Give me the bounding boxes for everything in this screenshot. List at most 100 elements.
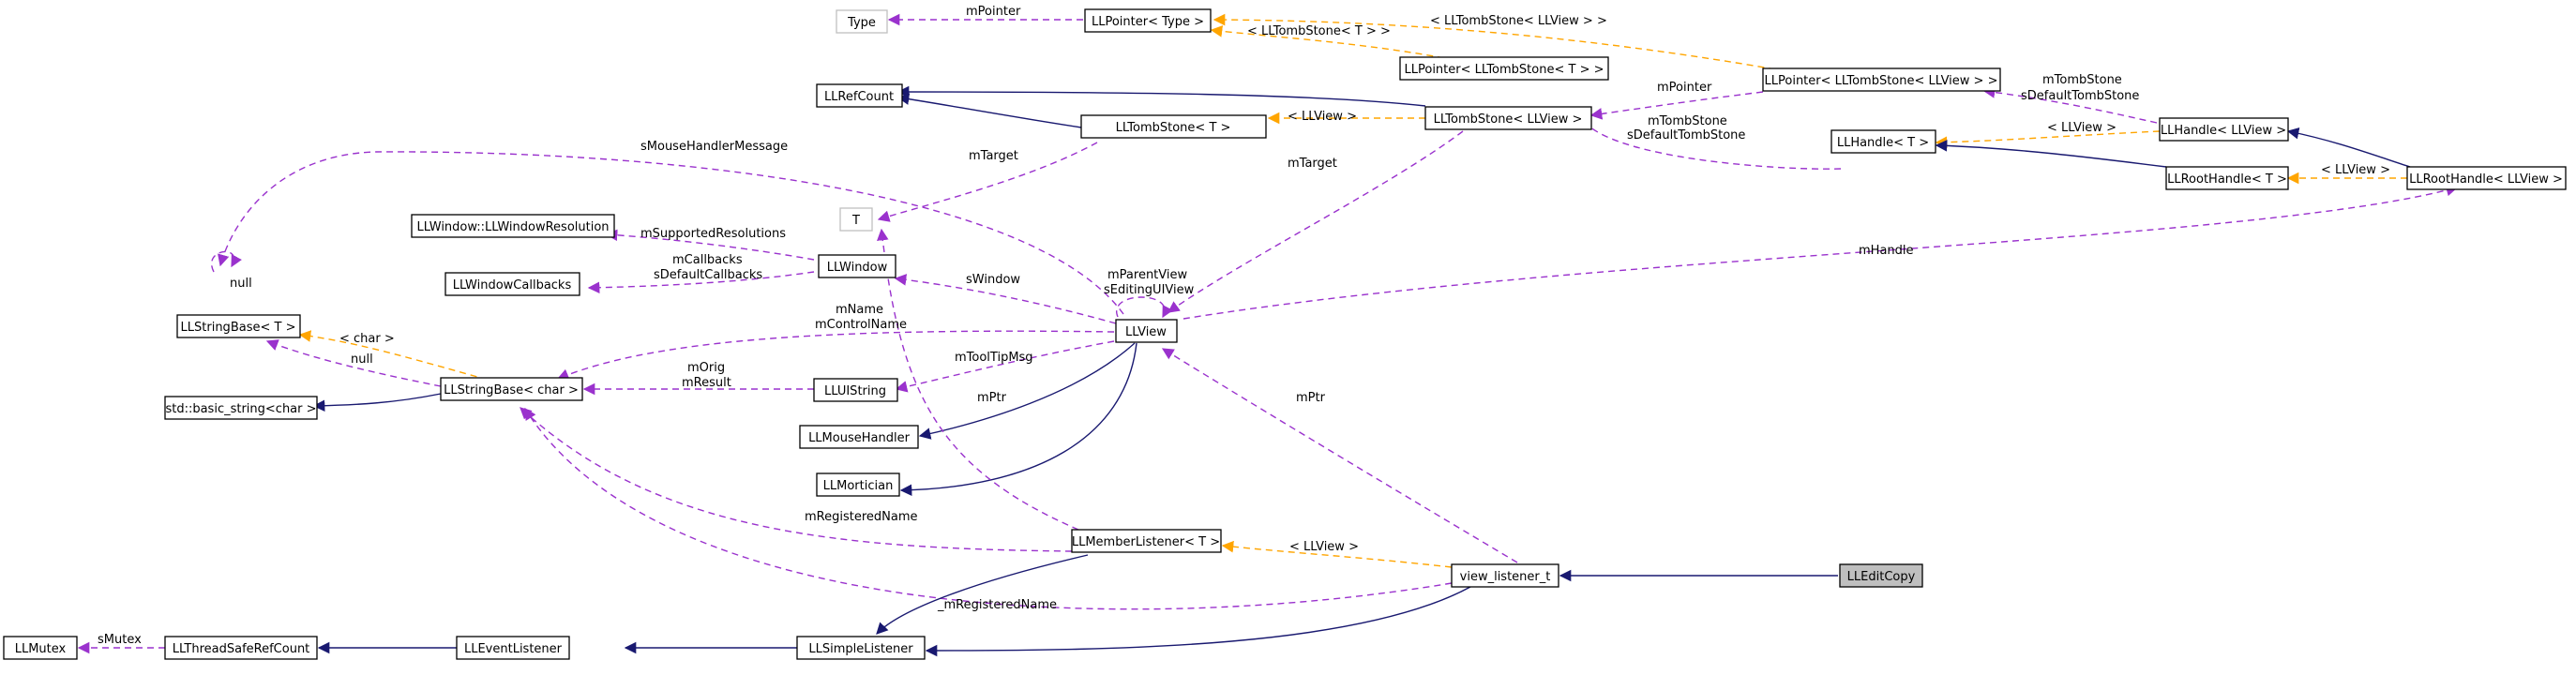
edge-label-mname: mName <box>836 303 883 317</box>
edge-label-mcontrolname: mControlName <box>815 318 907 332</box>
edge-template-ts-llview-to-pointer-type <box>1213 13 1787 72</box>
edge-label-mregisteredname-2: _mRegisteredName <box>937 598 1057 612</box>
node-llsimplelistener[interactable]: LLSimpleListener <box>796 636 926 660</box>
edge-label-mcallbacks: mCallbacks <box>672 253 743 267</box>
edge-inherit-memberlistener-simplelistener <box>876 554 1089 635</box>
node-t[interactable]: T <box>839 207 873 232</box>
node-label: LLPointer< LLTombStone< LLView > > <box>1765 74 1998 88</box>
edge-inherit-refcount-tombstone-t <box>896 93 1082 128</box>
edge-label-swindow: sWindow <box>966 273 1020 287</box>
node-llthreadsaferefcount[interactable]: LLThreadSafeRefCount <box>164 636 318 660</box>
node-llroothandle-llview[interactable]: LLRootHandle< LLView > <box>2406 166 2567 190</box>
edge-label-mptr-1: mPtr <box>977 391 1007 405</box>
edge-label-llview-tpl-3: < LLView > <box>2321 163 2390 177</box>
edge-label-mhandle: mHandle <box>1859 244 1914 258</box>
node-label: LLMutex <box>15 642 67 656</box>
edge-label-morig: mOrig <box>687 361 725 375</box>
edge-usage-mhandle <box>1183 184 2459 320</box>
node-label: LLMortician <box>823 479 894 493</box>
edge-inherit-basicstring-stringbase <box>312 393 442 412</box>
edge-label-smutex: sMutex <box>98 633 142 647</box>
node-llstringbase-t[interactable]: LLStringBase< T > <box>176 314 301 338</box>
edge-usage-mregisteredname-1 <box>520 407 1073 552</box>
node-llwindowresolution[interactable]: LLWindow::LLWindowResolution <box>411 214 615 238</box>
edge-template-ts-t-to-pointer-type <box>1210 25 1445 59</box>
node-label: LLTombStone< T > <box>1116 121 1231 135</box>
node-view-listener[interactable]: view_listener_t <box>1451 563 1559 588</box>
edge-label-msupportedresolutions: mSupportedResolutions <box>640 227 786 241</box>
edge-usage-smousehandlermessage <box>218 151 1124 315</box>
node-llwindow[interactable]: LLWindow <box>818 254 896 278</box>
edge-usage-null-2 <box>265 339 442 387</box>
node-llpointer-type[interactable]: LLPointer< Type > <box>1084 8 1212 33</box>
node-llpointer-ts-t[interactable]: LLPointer< LLTombStone< T > > <box>1399 56 1609 81</box>
node-lleditcopy[interactable]: LLEditCopy <box>1839 563 1923 588</box>
edge-template-llview-llhandle-llview <box>1935 130 2161 148</box>
edge-label-null-2: null <box>351 352 373 367</box>
node-llmemberlistener[interactable]: LLMemberListener< T > <box>1071 529 1222 553</box>
node-label: LLStringBase< char > <box>444 383 579 398</box>
node-lltombstone-llview[interactable]: LLTombStone< LLView > <box>1424 106 1592 130</box>
edge-usage-mtarget-1 <box>877 142 1098 222</box>
node-label: LLPointer< Type > <box>1092 15 1204 29</box>
edge-usage-null-self <box>211 250 242 273</box>
edges <box>77 13 2459 657</box>
node-label: T <box>851 214 860 228</box>
edge-inherit-mousehandler-llview <box>918 342 1136 440</box>
edge-usage-mtombstone-llview-llhandle <box>1579 113 1842 170</box>
node-lluistring[interactable]: LLUIString <box>813 378 898 402</box>
node-llmortician[interactable]: LLMortician <box>816 472 900 497</box>
node-label: std::basic_string<char > <box>165 402 316 416</box>
edge-template-llview-memberlistener <box>1221 540 1453 568</box>
node-lltombstone-t[interactable]: LLTombStone< T > <box>1080 114 1267 139</box>
edge-usage-mtooltipmsg <box>895 340 1115 393</box>
node-label: LLPointer< LLTombStone< T > > <box>1405 63 1604 77</box>
node-label: LLView <box>1125 325 1167 339</box>
edge-inherit-mortician-llview <box>899 342 1137 497</box>
node-label: Type <box>847 16 876 30</box>
edge-usage-mtarget-2 <box>1167 130 1464 313</box>
edge-usage-t-memberlistener <box>877 228 1079 531</box>
node-label: LLSimpleListener <box>808 642 913 656</box>
node-label: LLStringBase< T > <box>181 321 296 335</box>
nodes: Type LLPointer< Type > LLPointer< LLTomb… <box>3 8 2567 660</box>
edge-usage-mptr-2 <box>1161 348 1518 563</box>
edge-usage-mcallbacks <box>587 271 815 294</box>
edge-label-seditinguiview: sEditingUIView <box>1104 283 1195 297</box>
edge-label-mpointer-top: mPointer <box>966 5 1021 19</box>
node-llhandle-llview[interactable]: LLHandle< LLView > <box>2159 117 2289 142</box>
edge-inherit-view-listener-simplelistener <box>925 586 1471 657</box>
edge-inherit-llhandle-llroothandle-llview <box>2286 128 2411 168</box>
edge-label-smousehandlermessage: sMouseHandlerMessage <box>640 140 788 154</box>
node-llmutex[interactable]: LLMutex <box>3 636 78 660</box>
edge-label-ts-llview-llview: < LLTombStone< LLView > > <box>1430 14 1607 28</box>
node-llwindowcallbacks[interactable]: LLWindowCallbacks <box>444 272 580 296</box>
node-llroothandle-t[interactable]: LLRootHandle< T > <box>2165 166 2289 190</box>
node-label: LLHandle< LLView > <box>2161 124 2286 138</box>
node-lleventlistener[interactable]: LLEventListener <box>456 636 570 660</box>
node-type[interactable]: Type <box>836 9 888 34</box>
node-label: LLEditCopy <box>1847 570 1916 584</box>
node-label: LLEventListener <box>464 642 563 656</box>
node-label: LLHandle< T > <box>1837 136 1929 150</box>
node-llview[interactable]: LLView <box>1115 319 1178 343</box>
edge-label-llview-tpl-2: < LLView > <box>2047 121 2117 135</box>
node-llhandle-t[interactable]: LLHandle< T > <box>1830 129 1936 154</box>
node-llstringbase-char[interactable]: LLStringBase< char > <box>440 377 583 401</box>
node-llmousehandler[interactable]: LLMouseHandler <box>799 425 919 449</box>
edge-label-mregisteredname-1: mRegisteredName <box>805 510 918 524</box>
edge-label-null-1: null <box>230 277 252 291</box>
node-label: LLRefCount <box>824 90 894 104</box>
node-basic-string[interactable]: std::basic_string<char > <box>164 396 318 420</box>
edge-label-mtombstone-1: mTombStone <box>2042 73 2122 87</box>
node-llrefcount[interactable]: LLRefCount <box>816 83 903 108</box>
edge-usage-msupportedresolutions <box>605 229 815 261</box>
edge-usage-mregisteredname-2 <box>524 407 1453 610</box>
node-llpointer-ts-llview[interactable]: LLPointer< LLTombStone< LLView > > <box>1762 68 2001 92</box>
edge-label-mtombstone-2: mTombStone <box>1648 114 1727 128</box>
edge-inherit-refcount-tombstone-llview <box>896 85 1426 107</box>
node-label: LLRootHandle< T > <box>2167 172 2287 187</box>
node-label: LLThreadSafeRefCount <box>173 642 310 656</box>
edge-inherit-llhandle-llroothandle-t <box>1935 140 2167 168</box>
